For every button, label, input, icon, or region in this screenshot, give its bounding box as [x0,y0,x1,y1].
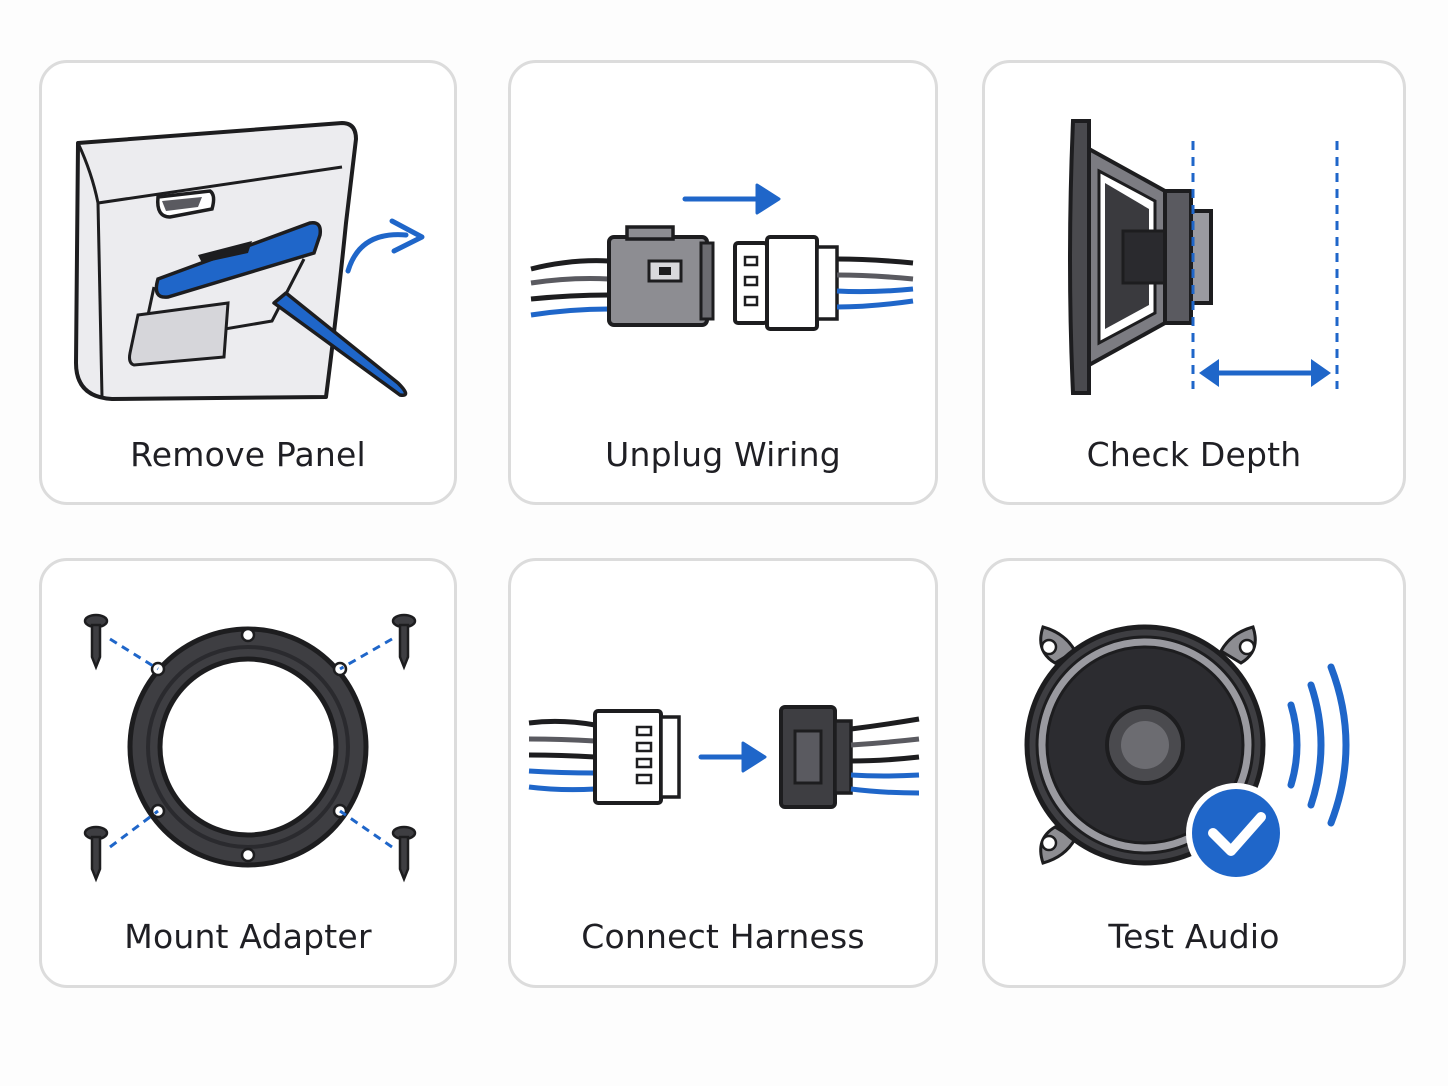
step-label: Check Depth [1086,435,1302,474]
speaker-adapter-ring-screws-icon [83,613,417,883]
screw-icon [391,825,417,883]
speaker-sound-check-icon [1024,624,1350,883]
checkmark-badge-icon [1186,783,1286,883]
screw-icon [83,613,109,671]
step-card-unplug-wiring: Unplug Wiring [508,60,938,505]
step-card-remove-panel: Remove Panel [39,60,457,505]
step-card-connect-harness: Connect Harness [508,558,938,988]
speaker-depth-measure-icon [1068,119,1339,395]
harness-connect-icon [528,705,920,809]
step-label: Mount Adapter [124,917,372,956]
door-panel-pry-tool-icon [74,121,425,401]
step-label: Test Audio [1108,917,1280,956]
step-label: Remove Panel [130,435,366,474]
connector-unplug-icon [530,183,914,331]
step-label: Unplug Wiring [605,435,841,474]
screw-icon [391,613,417,671]
screw-icon [83,825,109,883]
step-label: Connect Harness [581,917,865,956]
step-card-check-depth: Check Depth [982,60,1406,505]
step-card-test-audio: Test Audio [982,558,1406,988]
step-card-mount-adapter: Mount Adapter [39,558,457,988]
